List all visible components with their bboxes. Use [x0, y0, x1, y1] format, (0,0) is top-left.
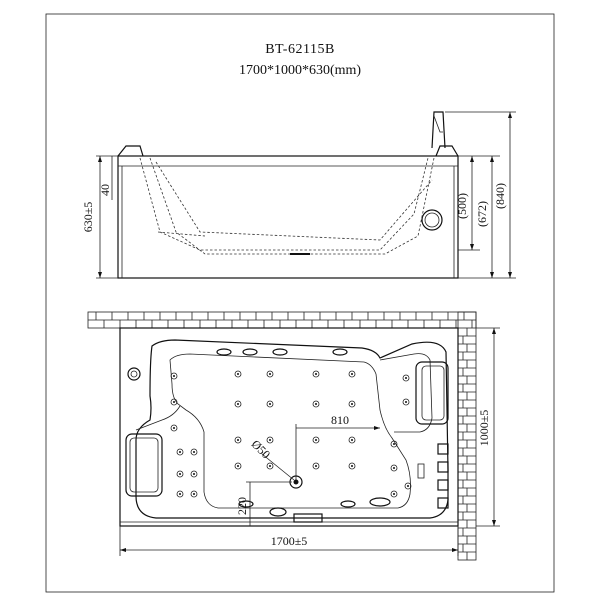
model-title: BT-62115B [265, 42, 335, 57]
large-jets [216, 348, 391, 523]
jet [266, 436, 274, 444]
left-pillow [125, 433, 163, 497]
jet [234, 370, 242, 378]
dim-rim: 40 [98, 184, 112, 196]
dim-height-total: 630±5 [81, 202, 95, 233]
jet [176, 470, 184, 478]
jet [348, 400, 356, 408]
side-view: 630±5 40 (500) (672) (840) [81, 111, 516, 279]
jet [348, 436, 356, 444]
dim-810: 810 [331, 413, 349, 427]
jet [170, 424, 178, 432]
tub-top-outline [119, 327, 459, 527]
left-rim-cap [117, 145, 144, 157]
jet [404, 482, 412, 490]
jet [266, 462, 274, 470]
dim-width: 1000±5 [477, 410, 491, 447]
size-spec: 1700*1000*630(mm) [238, 63, 362, 78]
jet [312, 370, 320, 378]
jet [402, 374, 410, 382]
dim-length: 1700±5 [271, 534, 308, 548]
top-view: 810 Ø50 220 1000±5 1700±5 [87, 311, 500, 561]
jet [234, 436, 242, 444]
jet [312, 462, 320, 470]
jet [234, 462, 242, 470]
jet [348, 370, 356, 378]
inner-basin-dashed [149, 157, 435, 255]
jet [312, 436, 320, 444]
jet [170, 372, 178, 380]
jet [176, 490, 184, 498]
jet [190, 448, 198, 456]
jet [234, 400, 242, 408]
tub-side-body [117, 155, 459, 279]
jet [266, 400, 274, 408]
right-rim-cap [435, 145, 459, 157]
right-pillow [415, 361, 449, 425]
dim-840: (840) [493, 183, 507, 209]
jet [390, 490, 398, 498]
jet [402, 398, 410, 406]
dim-672: (672) [475, 201, 489, 227]
jet [170, 398, 178, 406]
jet [190, 490, 198, 498]
dim-500: (500) [455, 193, 469, 219]
jet [312, 400, 320, 408]
headrest-post [431, 111, 446, 149]
drawing-frame [45, 13, 555, 593]
overflow-fitting [127, 367, 141, 381]
jet [390, 440, 398, 448]
drain-circle [421, 209, 443, 231]
jet [190, 470, 198, 478]
jet [348, 462, 356, 470]
jet [266, 370, 274, 378]
inner-basin [135, 339, 449, 519]
control-buttons [417, 443, 449, 509]
jet [390, 464, 398, 472]
jet [176, 448, 184, 456]
jets-group [170, 370, 412, 498]
dim-220: 220 [235, 497, 249, 515]
